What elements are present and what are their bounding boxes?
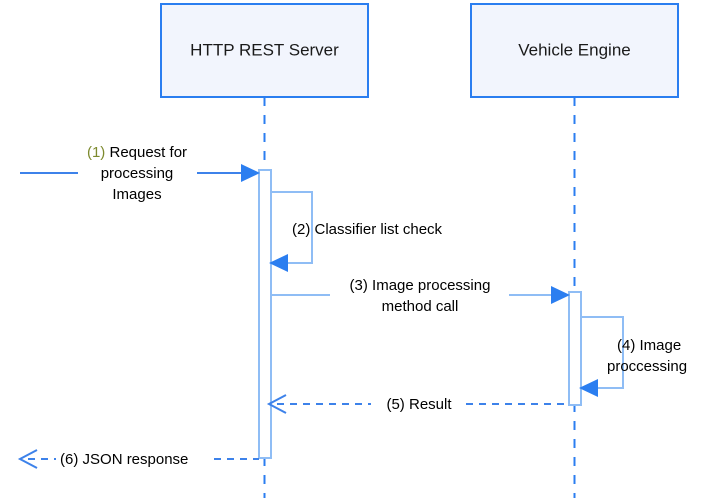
participant-vehicle-engine[interactable]: Vehicle Engine: [470, 3, 679, 98]
activation-bar-vehicle-engine: [568, 291, 582, 406]
message-1-arrowhead: [241, 164, 260, 182]
message-2-arrowhead: [269, 254, 288, 272]
message-5-arrowhead: [266, 394, 287, 414]
message-1-label-line2: processing: [101, 165, 174, 182]
message-3-label-line2: method call: [382, 298, 459, 315]
participant-label-vehicle-engine: Vehicle Engine: [518, 40, 630, 59]
message-6-arrowhead: [17, 449, 38, 469]
participant-label-http-rest-server: HTTP REST Server: [190, 40, 339, 59]
message-6-label: (6) JSON response: [60, 451, 188, 468]
message-1-label-line1: (1) Request for: [87, 144, 187, 161]
message-4-self-loop-path: [581, 316, 624, 389]
message-1-request-for-processing-images[interactable]: (1) Request for processing Images: [20, 144, 260, 203]
message-3-label-line1: (3) Image processing: [350, 277, 491, 294]
message-4-image-proccessing[interactable]: (4) Image proccessing: [579, 316, 687, 397]
participant-box-vehicle-engine[interactable]: [470, 3, 679, 98]
participant-http-rest-server[interactable]: HTTP REST Server: [160, 3, 369, 98]
participant-box-http-rest-server[interactable]: [160, 3, 369, 98]
activation-bar-http-rest-server: [258, 169, 272, 459]
message-1-label-line3: Images: [112, 186, 161, 203]
message-5-label: (5) Result: [386, 396, 452, 413]
message-2-label: (2) Classifier list check: [292, 221, 443, 238]
message-2-self-loop-path: [271, 191, 313, 264]
message-5-result[interactable]: (5) Result: [266, 394, 569, 414]
message-4-arrowhead: [579, 379, 598, 397]
message-2-classifier-list-check[interactable]: (2) Classifier list check: [269, 191, 443, 272]
message-6-json-response[interactable]: (6) JSON response: [17, 449, 259, 469]
message-3-image-processing-method-call[interactable]: (3) Image processing method call: [271, 277, 570, 315]
message-4-label-line2: proccessing: [607, 358, 687, 375]
message-3-arrowhead: [551, 286, 570, 304]
message-4-label-line1: (4) Image: [617, 337, 681, 354]
